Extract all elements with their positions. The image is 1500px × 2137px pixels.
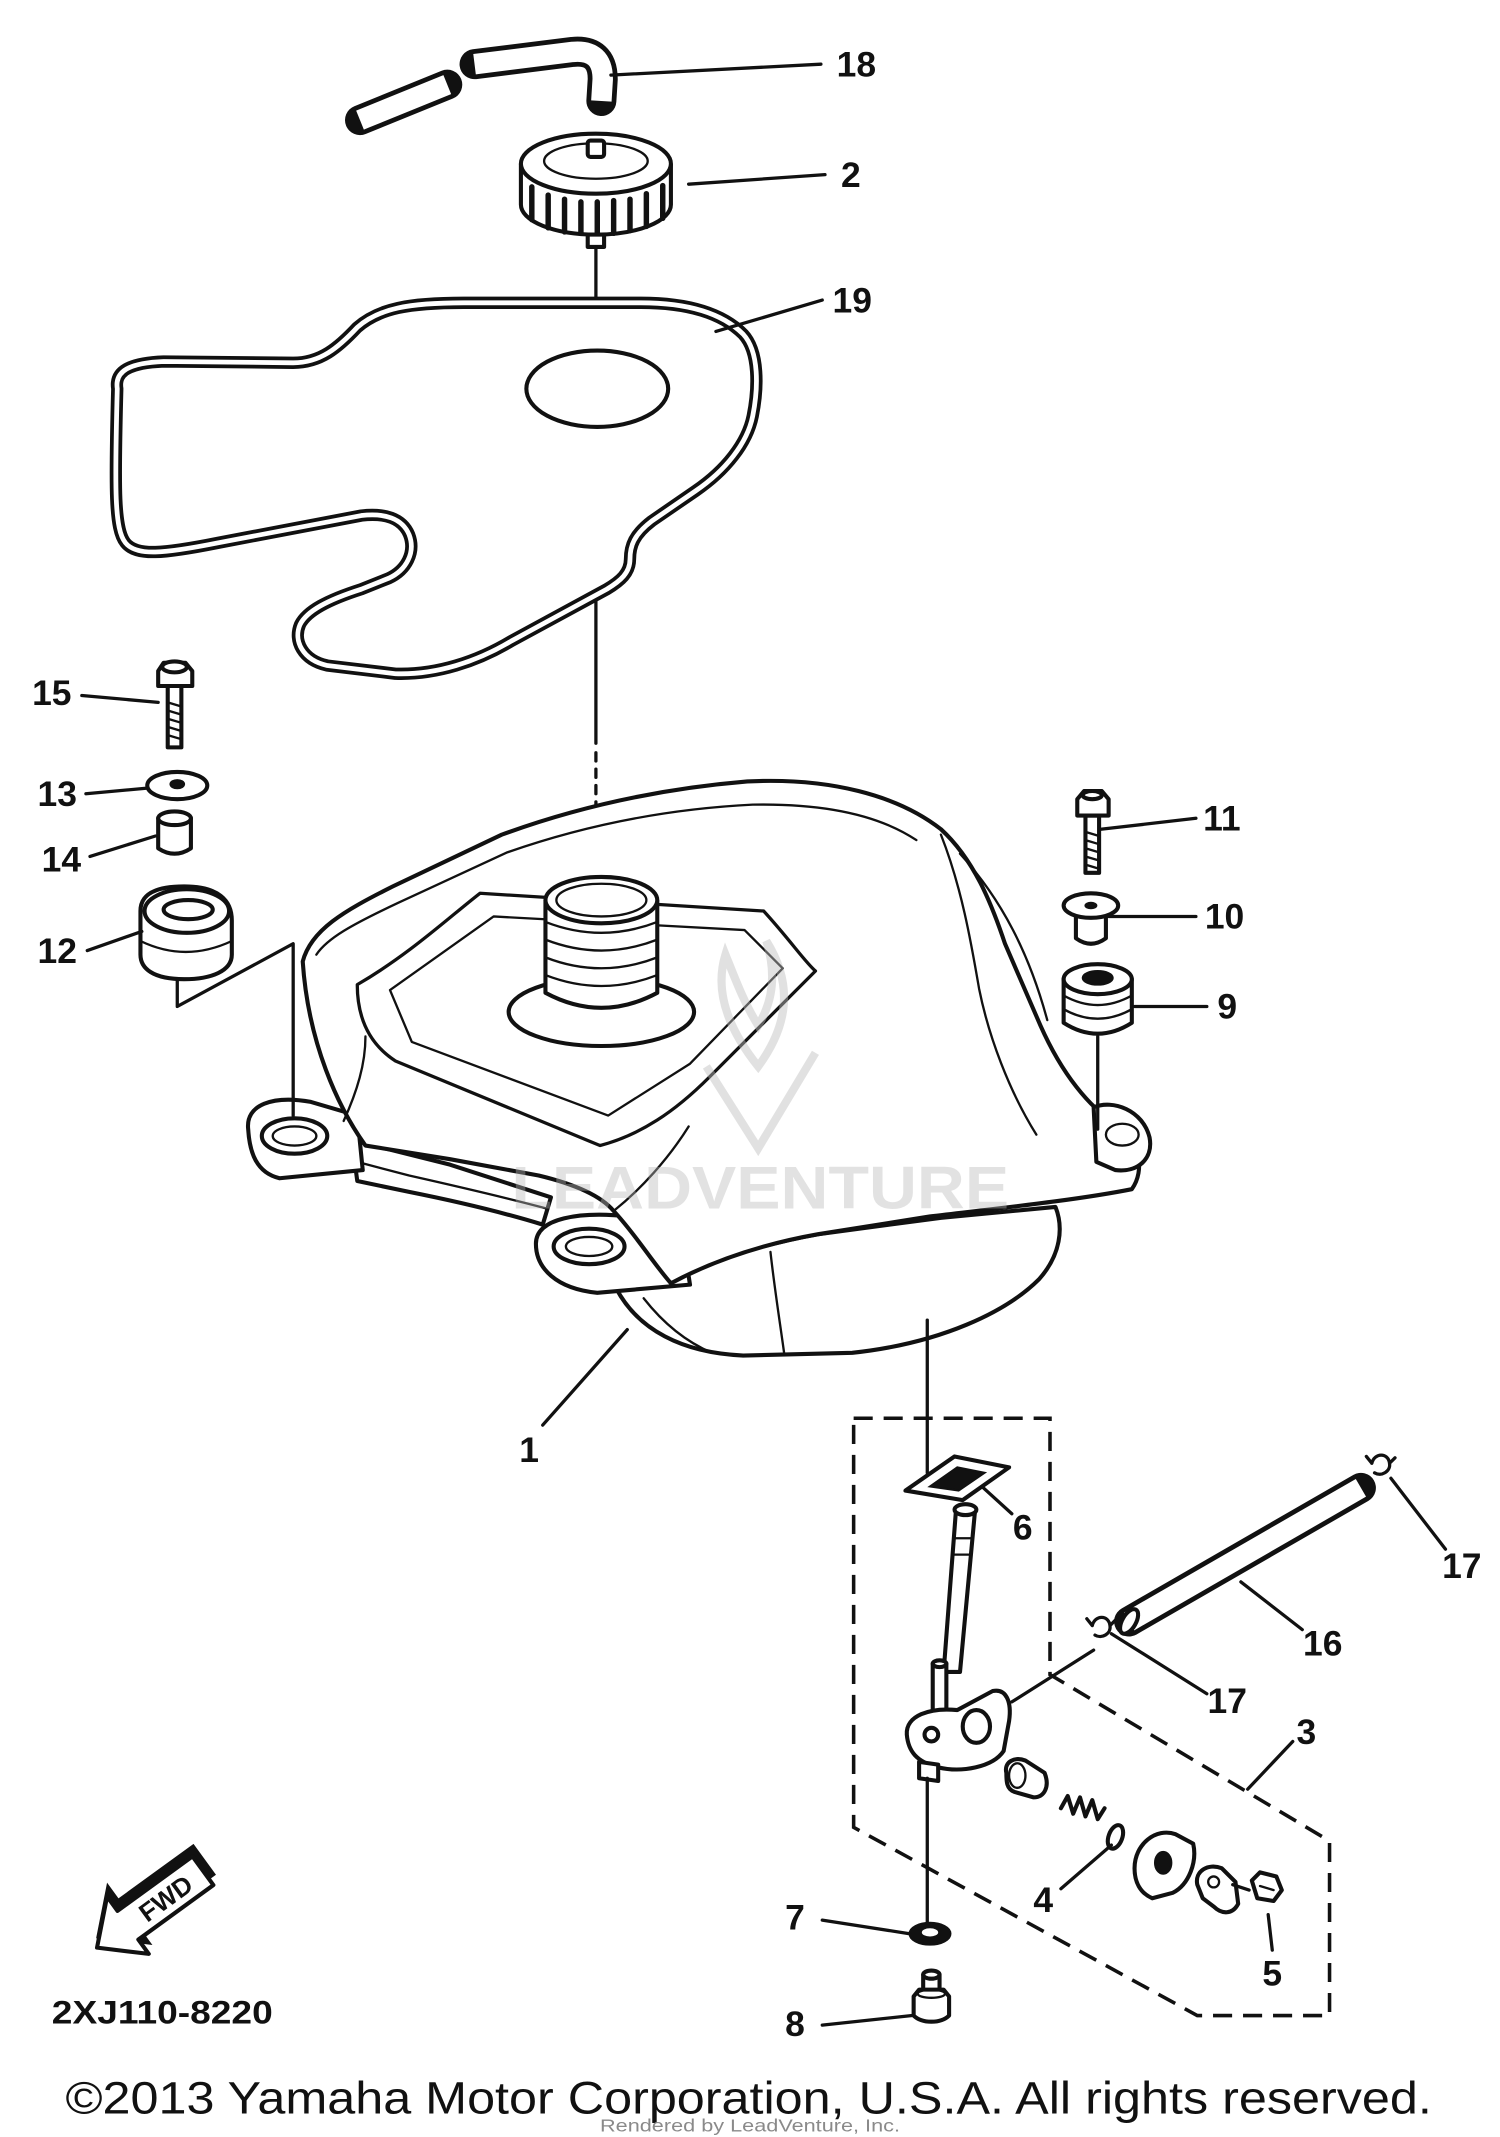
fuel-hose-16 <box>1114 1472 1376 1637</box>
hose-clip-17-lower <box>1085 1615 1118 1639</box>
leader-line-6 <box>980 1484 1014 1516</box>
leader-line-4 <box>1059 1843 1113 1891</box>
leader-line-8 <box>820 2013 914 2027</box>
callout-11: 11 <box>1203 799 1240 839</box>
callout-1: 1 <box>519 1430 539 1470</box>
callout-10: 10 <box>1205 897 1244 937</box>
callout-9: 9 <box>1217 987 1237 1027</box>
centerline-cock-hose <box>1010 1648 1096 1704</box>
leader-line-15 <box>80 693 160 704</box>
damper-12 <box>138 884 234 982</box>
callout-2: 2 <box>841 155 861 195</box>
forward-arrow-face <box>95 1854 216 1956</box>
leader-line-13 <box>84 786 148 796</box>
leader-line-7 <box>820 1918 912 1936</box>
leader-line-17-upper <box>1389 1476 1448 1551</box>
callout-7: 7 <box>785 1898 805 1938</box>
callout-3: 3 <box>1297 1712 1317 1752</box>
leader-line-11 <box>1100 816 1198 831</box>
leader-line-3 <box>1246 1739 1295 1791</box>
callout-8: 8 <box>785 2004 805 2044</box>
drain-bolt-8 <box>911 1968 952 2024</box>
callout-17-upper: 17 <box>1442 1546 1481 1586</box>
leader-line-18 <box>609 62 823 77</box>
o-ring-4 <box>1105 1823 1126 1851</box>
collar-10 <box>1061 891 1121 946</box>
leader-line-19 <box>714 298 824 334</box>
lever-plate <box>1132 1830 1197 1901</box>
callout-19: 19 <box>833 280 872 320</box>
breather-hose <box>345 36 618 136</box>
callout-17-lower: 17 <box>1208 1681 1247 1721</box>
callout-13: 13 <box>38 774 77 814</box>
callout-12: 12 <box>38 931 77 971</box>
callout-14: 14 <box>42 839 82 879</box>
spring-plug <box>1003 1757 1049 1800</box>
leader-lines <box>80 62 1448 2027</box>
fuel-cap <box>518 131 673 249</box>
callout-4: 4 <box>1033 1880 1053 1920</box>
leader-line-1 <box>541 1328 629 1427</box>
watermark-text: LEADVENTURE <box>511 1154 1009 1221</box>
callout-15: 15 <box>32 673 71 713</box>
bolt-11 <box>1075 788 1111 875</box>
gasket-6 <box>903 1454 1012 1503</box>
leader-line-14 <box>88 834 158 859</box>
leader-line-2 <box>687 173 827 186</box>
fuel-cock-assembly-boundary <box>851 1416 1332 2018</box>
mount-guide-line-left <box>175 942 295 1118</box>
washer-13 <box>145 769 210 802</box>
bolt-15 <box>156 659 195 750</box>
leader-line-17-lower <box>1109 1632 1209 1696</box>
drawing-code: 2XJ110-8220 <box>52 1994 273 2031</box>
callout-6: 6 <box>1013 1508 1033 1548</box>
leadventure-watermark: LEADVENTURE <box>511 938 1009 1221</box>
leader-line-12 <box>85 929 144 953</box>
collar-14 <box>156 809 193 856</box>
render-credit: Rendered by LeadVenture, Inc. <box>600 2115 900 2135</box>
callout-18: 18 <box>837 44 876 84</box>
copyright-notice: ©2013 Yamaha Motor Corporation, U.S.A. A… <box>65 2073 1431 2124</box>
tank-pad <box>109 296 763 680</box>
hose-clip-17-upper <box>1364 1453 1397 1476</box>
callouts: 18 2 19 15 13 14 12 11 10 9 1 6 17 16 17… <box>32 44 1481 2044</box>
fuel-cock <box>904 1502 1012 1784</box>
washer-7 <box>908 1921 952 1946</box>
screw-5 <box>1231 1870 1284 1904</box>
spring <box>1058 1793 1107 1822</box>
fuel-tank <box>246 778 1153 1358</box>
lever <box>1194 1864 1241 1915</box>
callout-5: 5 <box>1262 1954 1282 1994</box>
forward-direction-arrow: FWD <box>95 1843 216 1956</box>
damper-9 <box>1061 962 1134 1036</box>
leadventure-logo <box>702 938 819 1157</box>
leader-line-16 <box>1239 1580 1304 1632</box>
leader-line-5 <box>1266 1913 1274 1952</box>
callout-16: 16 <box>1303 1624 1342 1664</box>
